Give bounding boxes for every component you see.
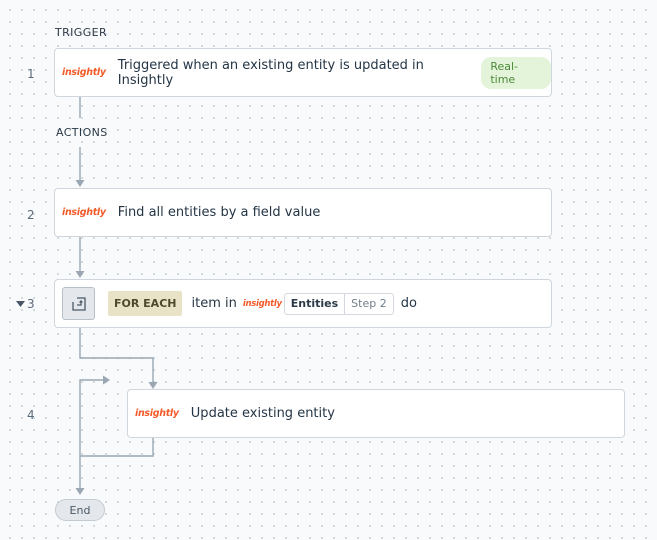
step-3-collapse-toggle[interactable]: 3 xyxy=(16,296,38,312)
for-each-pre-text: item in xyxy=(191,296,237,311)
step-number-1: 1 xyxy=(27,67,35,81)
insightly-logo-icon: insightly xyxy=(62,207,106,218)
step-number-4: 4 xyxy=(27,408,35,422)
update-entity-step-card[interactable]: insightly Update existing entity xyxy=(127,389,625,438)
datapill-entities[interactable]: Entities Step 2 xyxy=(283,292,394,315)
datapill-name: Entities xyxy=(290,297,339,310)
caret-down-icon xyxy=(16,301,25,307)
trigger-step-text: Triggered when an existing entity is upd… xyxy=(117,57,424,88)
insightly-logo-icon: insightly xyxy=(242,298,282,309)
find-entities-step-card[interactable]: insightly Find all entities by a field v… xyxy=(54,188,552,237)
realtime-badge: Real-time xyxy=(481,56,551,89)
step-number-3: 3 xyxy=(27,297,35,311)
end-node: End xyxy=(55,499,105,521)
trigger-step-card[interactable]: insightly Triggered when an existing ent… xyxy=(54,48,552,97)
find-entities-step-text: Find all entities by a field value xyxy=(117,205,321,220)
for-each-post-text: do xyxy=(400,296,417,311)
datapill-step: Step 2 xyxy=(344,293,393,314)
insightly-logo-icon: insightly xyxy=(62,67,106,78)
for-each-step-card[interactable]: FOR EACH item in insightly Entities Step… xyxy=(54,279,552,328)
insightly-logo-icon: insightly xyxy=(135,408,179,419)
loop-icon xyxy=(62,287,95,320)
trigger-section-label: TRIGGER xyxy=(55,26,108,39)
actions-section-label: ACTIONS xyxy=(56,126,108,139)
update-entity-step-text: Update existing entity xyxy=(190,406,335,421)
step-number-2: 2 xyxy=(27,208,35,222)
for-each-keyword: FOR EACH xyxy=(108,291,183,316)
